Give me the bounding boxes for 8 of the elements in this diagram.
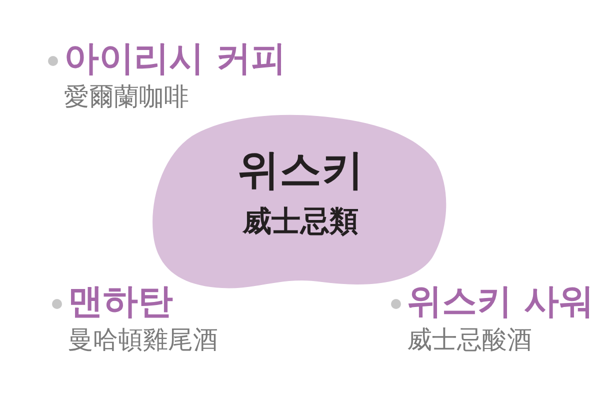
heading-text: 위스키 사워	[407, 281, 594, 323]
subheading-text: 愛爾蘭咖啡	[64, 82, 189, 112]
subheading-text: 曼哈頓雞尾酒	[68, 325, 218, 355]
heading-text: 아이리시 커피	[64, 38, 286, 80]
heading-text: 맨하탄	[68, 281, 173, 323]
heading-text: 위스키	[236, 146, 364, 194]
subheading-text: 威士忌酸酒	[407, 325, 532, 355]
subheading-text: 威士忌類	[241, 204, 360, 238]
